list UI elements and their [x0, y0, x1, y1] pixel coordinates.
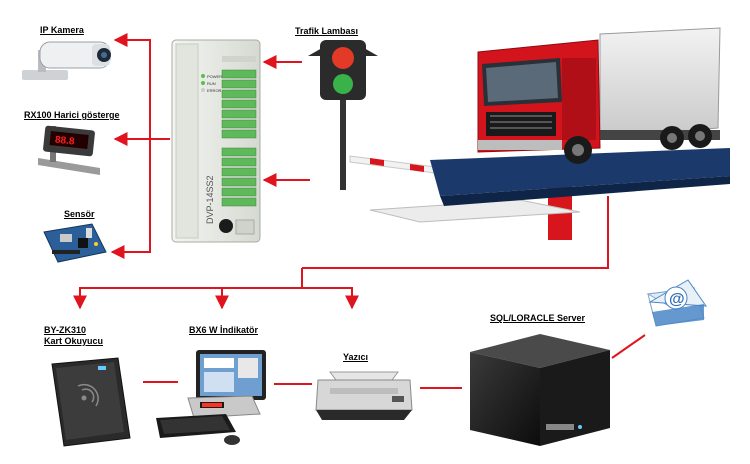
email-icon: @: [646, 279, 708, 327]
plc-led-label-run: RUN: [207, 81, 216, 86]
rx100-label: RX100 Harici gösterge: [24, 110, 120, 120]
card-reader-label-line1: BY-ZK310: [44, 325, 87, 335]
ip-camera-icon: [22, 41, 111, 80]
plc-led-label-error: ERROR: [207, 88, 222, 93]
link-server-email: [611, 334, 646, 359]
ip-camera-label: IP Kamera: [40, 25, 84, 35]
server-icon: [470, 334, 610, 446]
plc-model-text: DVP-14SS2: [205, 175, 215, 224]
plc-led-error: [201, 88, 205, 92]
truck-scale-icon: [349, 27, 730, 240]
rx100-display-icon: 88.8: [38, 125, 100, 175]
plc-terminals-bottom: [221, 147, 257, 207]
traffic-light-red: [332, 47, 354, 69]
server-label: SQL/LORACLE Server: [490, 313, 586, 323]
email-at-symbol: @: [669, 291, 685, 308]
printer-icon: [315, 371, 413, 420]
card-reader-label-line2: Kart Okuyucu: [44, 336, 104, 346]
printer-label: Yazıcı: [343, 352, 369, 362]
scale-platform: [430, 148, 730, 196]
plc-led-run: [201, 81, 205, 85]
traffic-light-icon: [308, 40, 378, 190]
traffic-light-label: Trafik Lambası: [295, 26, 359, 36]
plc-led-power: [201, 74, 205, 78]
arrow-to-sensor: [110, 139, 151, 259]
connector-lines: [73, 33, 646, 389]
scale-to-bus-line: [302, 196, 609, 269]
card-reader-label: BY-ZK310 Kart Okuyucu: [44, 325, 124, 347]
arrow-to-card-reader: [73, 268, 303, 310]
plc-controller: POWER RUN ERROR DVP-14SS2: [171, 39, 261, 243]
traffic-light-green: [333, 74, 353, 94]
plc-led-label-power: POWER: [207, 74, 222, 79]
card-reader-icon: [51, 357, 131, 447]
plc-port: [219, 219, 233, 233]
arrow-to-printer: [302, 287, 359, 310]
sensor-board-icon: [43, 223, 107, 263]
indicator-computer-icon: [156, 350, 266, 445]
plc-terminals-top: [221, 69, 257, 139]
indicator-label: BX6 W İndikatör: [189, 325, 259, 335]
sensor-label: Sensör: [64, 209, 95, 219]
arrow-to-ip-camera: [113, 33, 170, 140]
rx100-display-value: 88.8: [54, 135, 75, 148]
